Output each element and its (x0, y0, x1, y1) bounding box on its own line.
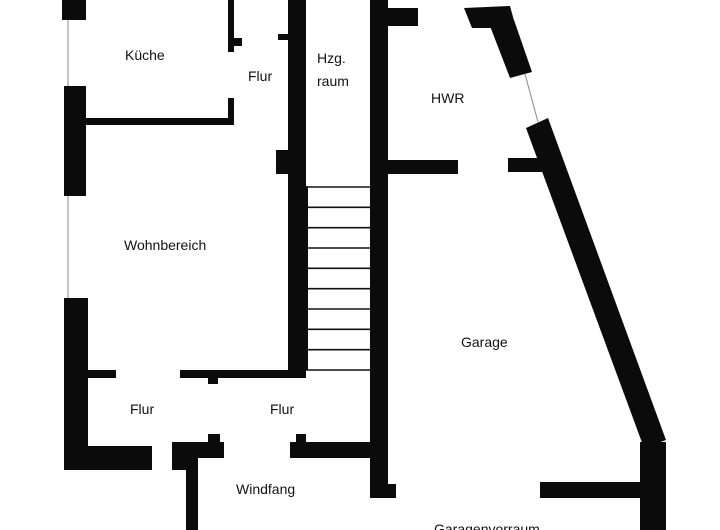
central-walls (276, 0, 458, 498)
room-label-garage: Garage (461, 334, 508, 350)
wall-segment (370, 484, 396, 498)
stair-stringer-left (304, 186, 308, 370)
wall-segment (208, 376, 218, 384)
wall-segment (290, 442, 372, 458)
room-label-hwr: HWR (431, 90, 464, 106)
wall-segment (640, 442, 666, 530)
exterior-wall-left (62, 0, 152, 470)
staircase (304, 186, 371, 371)
room-label-wohnbereich: Wohnbereich (124, 237, 206, 253)
room-label-flur-lower-right: Flur (270, 401, 294, 417)
room-label-flur-lower-left: Flur (130, 401, 154, 417)
wall-segment (228, 0, 234, 52)
wall-segment (84, 118, 234, 125)
wall-segment (296, 434, 306, 444)
wall-segment (384, 160, 458, 174)
room-labels: Küche Flur Hzg. raum HWR Wohnbereich Gar… (124, 47, 540, 530)
wall-angled-upper (490, 20, 532, 78)
room-label-flur-upper: Flur (248, 68, 272, 84)
garage-walls (464, 6, 666, 530)
kitchen-walls (84, 0, 242, 125)
wall-segment (62, 0, 86, 20)
wall-segment (540, 482, 642, 498)
wall-segment (278, 34, 290, 40)
wall-angled-lower (526, 118, 666, 448)
wall-segment (290, 366, 304, 376)
wall-segment (64, 446, 152, 470)
wall-segment (186, 456, 198, 530)
wall-segment (86, 370, 116, 378)
window-lines (67, 20, 539, 300)
room-label-heating-line2: raum (317, 73, 349, 89)
wall-segment (276, 150, 290, 174)
lower-hall-walls (86, 366, 372, 530)
wall-segment (370, 0, 388, 498)
wall-segment (508, 158, 546, 172)
wall-segment (288, 0, 306, 378)
room-label-heating-line1: Hzg. (317, 50, 346, 66)
wall-segment (180, 370, 292, 378)
room-label-windfang: Windfang (236, 481, 295, 497)
wall-segment (208, 434, 220, 444)
wall-segment (384, 8, 418, 26)
wall-segment (172, 442, 186, 470)
wall-segment (228, 98, 234, 125)
room-label-garagenvorraum: Garagenvorraum (434, 521, 540, 530)
room-label-kueche: Küche (125, 47, 165, 63)
wall-segment (64, 298, 88, 470)
wall-segment (64, 86, 86, 196)
wall-segment (228, 38, 242, 46)
wall-top-corner (464, 6, 516, 28)
window-right-angled (524, 73, 539, 123)
